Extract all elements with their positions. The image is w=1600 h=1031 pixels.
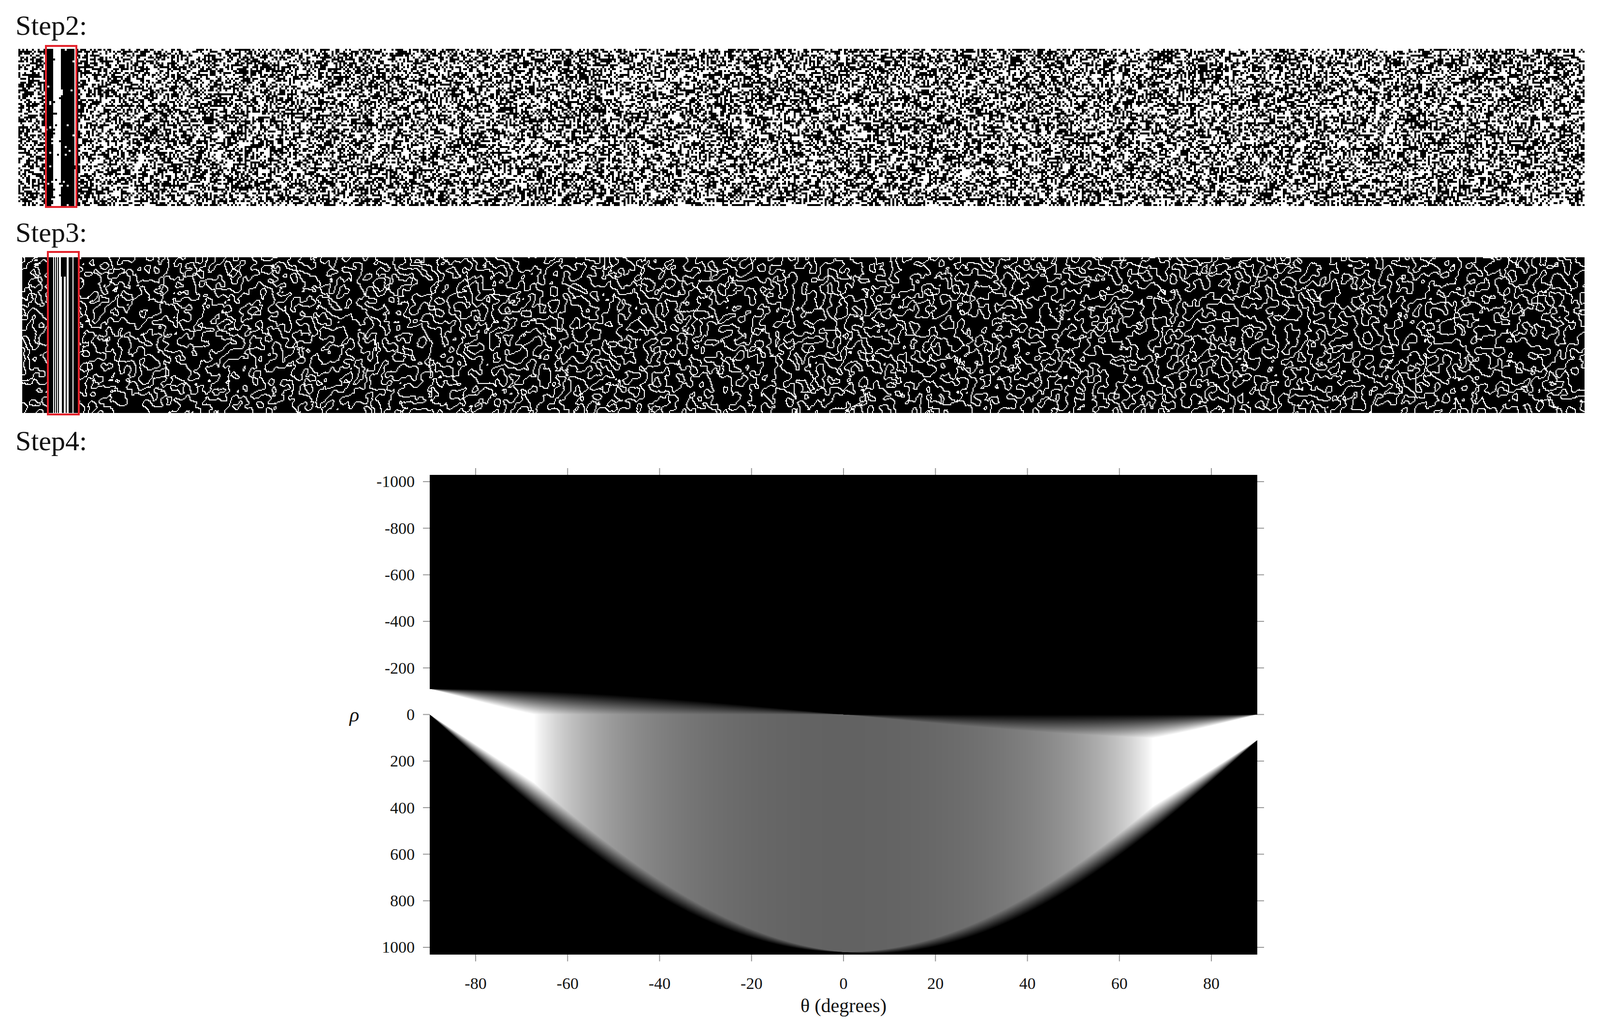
rho-tick-label: 800	[390, 890, 415, 910]
tick-mark	[422, 527, 430, 529]
tick-mark	[1257, 667, 1265, 669]
tick-mark	[567, 467, 568, 475]
rho-tick-label: -400	[384, 611, 415, 631]
theta-axis-label: θ (degrees)	[800, 994, 887, 1017]
tick-mark	[751, 467, 753, 475]
rho-tick-label: 200	[390, 751, 415, 771]
rho-tick-label: 600	[390, 844, 415, 864]
tick-mark	[422, 900, 430, 902]
step-heading: Step3:	[15, 216, 88, 249]
tick-mark	[422, 480, 430, 482]
rho-tick-label: -800	[384, 518, 415, 538]
tick-mark	[659, 467, 661, 475]
tick-mark	[422, 760, 430, 762]
theta-tick-label: 80	[1203, 973, 1220, 993]
rho-tick-label: -1000	[376, 471, 415, 491]
tick-mark	[1257, 527, 1265, 529]
binary-noise-image	[18, 48, 1585, 206]
rho-tick-label: -200	[384, 658, 415, 678]
tick-mark	[422, 853, 430, 855]
theta-tick-label: 20	[927, 973, 944, 993]
theta-tick-label: -20	[740, 973, 763, 993]
tick-mark	[422, 620, 430, 622]
tick-mark	[422, 806, 430, 808]
edge-image	[22, 257, 1585, 413]
tick-mark	[422, 713, 430, 715]
tick-mark	[1119, 467, 1120, 475]
tick-mark	[422, 574, 430, 576]
step-heading: Step4:	[15, 424, 88, 458]
step-heading: Step2:	[15, 9, 88, 43]
hough-accumulator	[429, 474, 1258, 955]
tick-mark	[1210, 467, 1212, 475]
tick-mark	[751, 954, 753, 961]
highlight-box	[47, 251, 79, 415]
tick-mark	[659, 954, 661, 961]
tick-mark	[475, 954, 477, 961]
tick-mark	[843, 467, 844, 475]
axis-ticks	[422, 467, 1265, 961]
theta-tick-label: 40	[1019, 973, 1036, 993]
rho-tick-label: 400	[390, 798, 415, 817]
tick-mark	[1257, 574, 1265, 576]
rho-tick-label: 1000	[381, 937, 415, 957]
tick-mark	[1257, 853, 1265, 855]
theta-tick-label: -60	[556, 973, 579, 993]
tick-mark	[1027, 954, 1029, 961]
tick-mark	[567, 954, 568, 961]
tick-mark	[1257, 480, 1265, 482]
tick-mark	[1257, 900, 1265, 902]
tick-mark	[422, 667, 430, 669]
theta-tick-label: -40	[648, 973, 671, 993]
theta-tick-label: -80	[464, 973, 487, 993]
tick-mark	[422, 946, 430, 948]
tick-mark	[934, 954, 936, 961]
theta-tick-label: 0	[839, 973, 848, 993]
tick-mark	[1257, 713, 1265, 715]
highlight-box	[45, 45, 77, 207]
rho-tick-label: 0	[406, 704, 415, 724]
tick-mark	[1027, 467, 1029, 475]
tick-mark	[1257, 620, 1265, 622]
rho-axis-label: ρ	[349, 702, 360, 727]
tick-mark	[1257, 946, 1265, 948]
tick-mark	[1257, 806, 1265, 808]
tick-mark	[843, 954, 844, 961]
theta-tick-label: 60	[1111, 973, 1128, 993]
rho-tick-label: -600	[384, 565, 415, 584]
tick-mark	[475, 467, 477, 475]
tick-mark	[1257, 760, 1265, 762]
tick-mark	[934, 467, 936, 475]
tick-mark	[1119, 954, 1120, 961]
tick-mark	[1210, 954, 1212, 961]
